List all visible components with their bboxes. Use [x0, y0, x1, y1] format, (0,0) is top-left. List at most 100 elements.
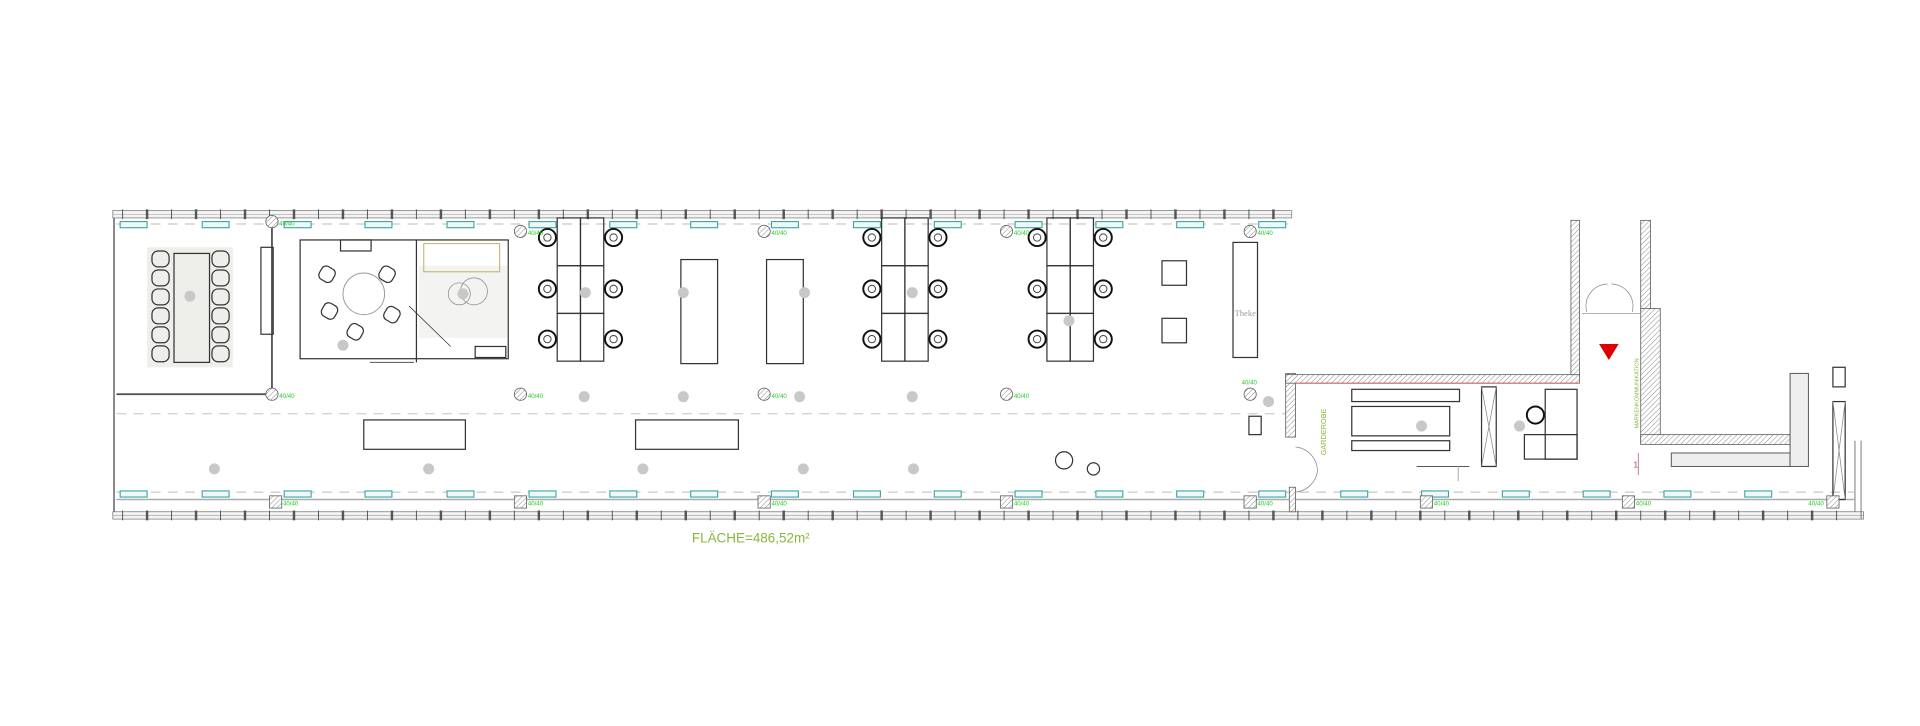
area-label: FLÄCHE=486,52m²	[692, 530, 810, 545]
column	[513, 387, 528, 401]
chair	[151, 269, 170, 287]
office-chair-icon	[1027, 227, 1047, 248]
light-point	[1263, 396, 1275, 408]
desk	[1069, 312, 1095, 362]
window	[528, 490, 557, 498]
chair	[211, 288, 230, 306]
desk	[556, 217, 582, 267]
window	[1176, 221, 1205, 229]
light-point	[1063, 315, 1075, 327]
chair	[211, 307, 230, 325]
window	[528, 221, 557, 229]
table	[634, 419, 740, 450]
column	[1243, 495, 1257, 509]
office-chair-icon	[1093, 329, 1113, 349]
brand-area-label: MARKENKOMMUNIKATION	[1634, 358, 1640, 428]
column-label: 40/40	[771, 230, 787, 237]
column-label: 40/40	[1014, 393, 1030, 400]
chair-seat	[1032, 284, 1042, 294]
column	[265, 215, 279, 229]
column	[513, 495, 528, 509]
desk	[1046, 265, 1071, 315]
chair	[151, 345, 170, 363]
office-chair-icon	[1525, 405, 1545, 425]
light-point	[1416, 420, 1428, 432]
chair	[151, 326, 170, 344]
chair-seat	[867, 233, 877, 242]
chair-seat	[933, 233, 943, 242]
window	[1258, 221, 1287, 229]
light-points	[184, 287, 1526, 475]
chair	[151, 307, 170, 325]
section-marker: 1	[1633, 460, 1638, 470]
light-point	[906, 287, 918, 299]
office-chair-icon	[603, 279, 624, 299]
column-label: 40/40	[1636, 501, 1652, 508]
light-point	[797, 463, 809, 475]
office-chair-icon	[862, 329, 882, 349]
window	[770, 490, 799, 498]
window	[119, 221, 148, 229]
chair-seat	[609, 334, 618, 344]
workstations	[556, 217, 1095, 362]
light-point	[794, 391, 806, 403]
chair	[211, 345, 230, 363]
side-table	[1161, 260, 1188, 286]
office-chair-icon	[928, 279, 948, 299]
round-table	[342, 272, 386, 316]
chair	[151, 288, 170, 306]
light-point	[579, 287, 591, 299]
window	[1258, 490, 1287, 498]
facade-mullions	[122, 209, 1838, 521]
window	[1095, 221, 1124, 229]
desk	[904, 312, 929, 362]
cloakroom-furniture: 1	[1351, 366, 1846, 501]
column-label: 40/40	[1242, 379, 1258, 386]
chair-seat	[1032, 233, 1042, 242]
window	[933, 221, 962, 229]
column	[1826, 495, 1840, 509]
chair-seat	[1099, 334, 1108, 344]
window	[852, 221, 881, 229]
desk	[556, 265, 582, 315]
window	[933, 490, 962, 498]
column-label: 40/40	[528, 501, 544, 508]
column	[999, 224, 1014, 238]
column	[757, 387, 771, 401]
window	[1582, 490, 1611, 498]
meeting-room	[116, 217, 274, 396]
lounge-chair	[318, 265, 336, 284]
window	[852, 490, 881, 498]
cloakroom-label: GARDEROBE	[1319, 408, 1328, 455]
window	[609, 490, 638, 498]
light-point	[184, 290, 196, 302]
light-point	[578, 391, 590, 403]
column-label: 40/40	[528, 393, 544, 400]
desk	[1069, 217, 1095, 267]
desk	[556, 312, 582, 362]
window	[1014, 221, 1043, 229]
window	[364, 490, 393, 498]
office-chair-icon	[537, 227, 557, 248]
desk	[881, 217, 906, 267]
office-chair-icon	[862, 279, 882, 299]
chair-seat	[609, 284, 618, 294]
light-point	[907, 463, 919, 475]
desk	[904, 217, 929, 267]
sideboard	[260, 246, 274, 335]
window	[1014, 490, 1043, 498]
window	[364, 221, 393, 229]
window	[283, 490, 312, 498]
chair-seat	[867, 334, 877, 344]
column-label: 40/40	[1014, 501, 1030, 508]
desk	[881, 312, 906, 362]
chair-seat	[543, 284, 552, 294]
window	[609, 221, 638, 229]
column-label: 40/40	[771, 393, 787, 400]
chair	[211, 326, 230, 344]
light-point	[799, 287, 811, 299]
desk	[881, 265, 906, 315]
column	[1419, 495, 1434, 509]
office-chair-icon	[928, 329, 948, 349]
